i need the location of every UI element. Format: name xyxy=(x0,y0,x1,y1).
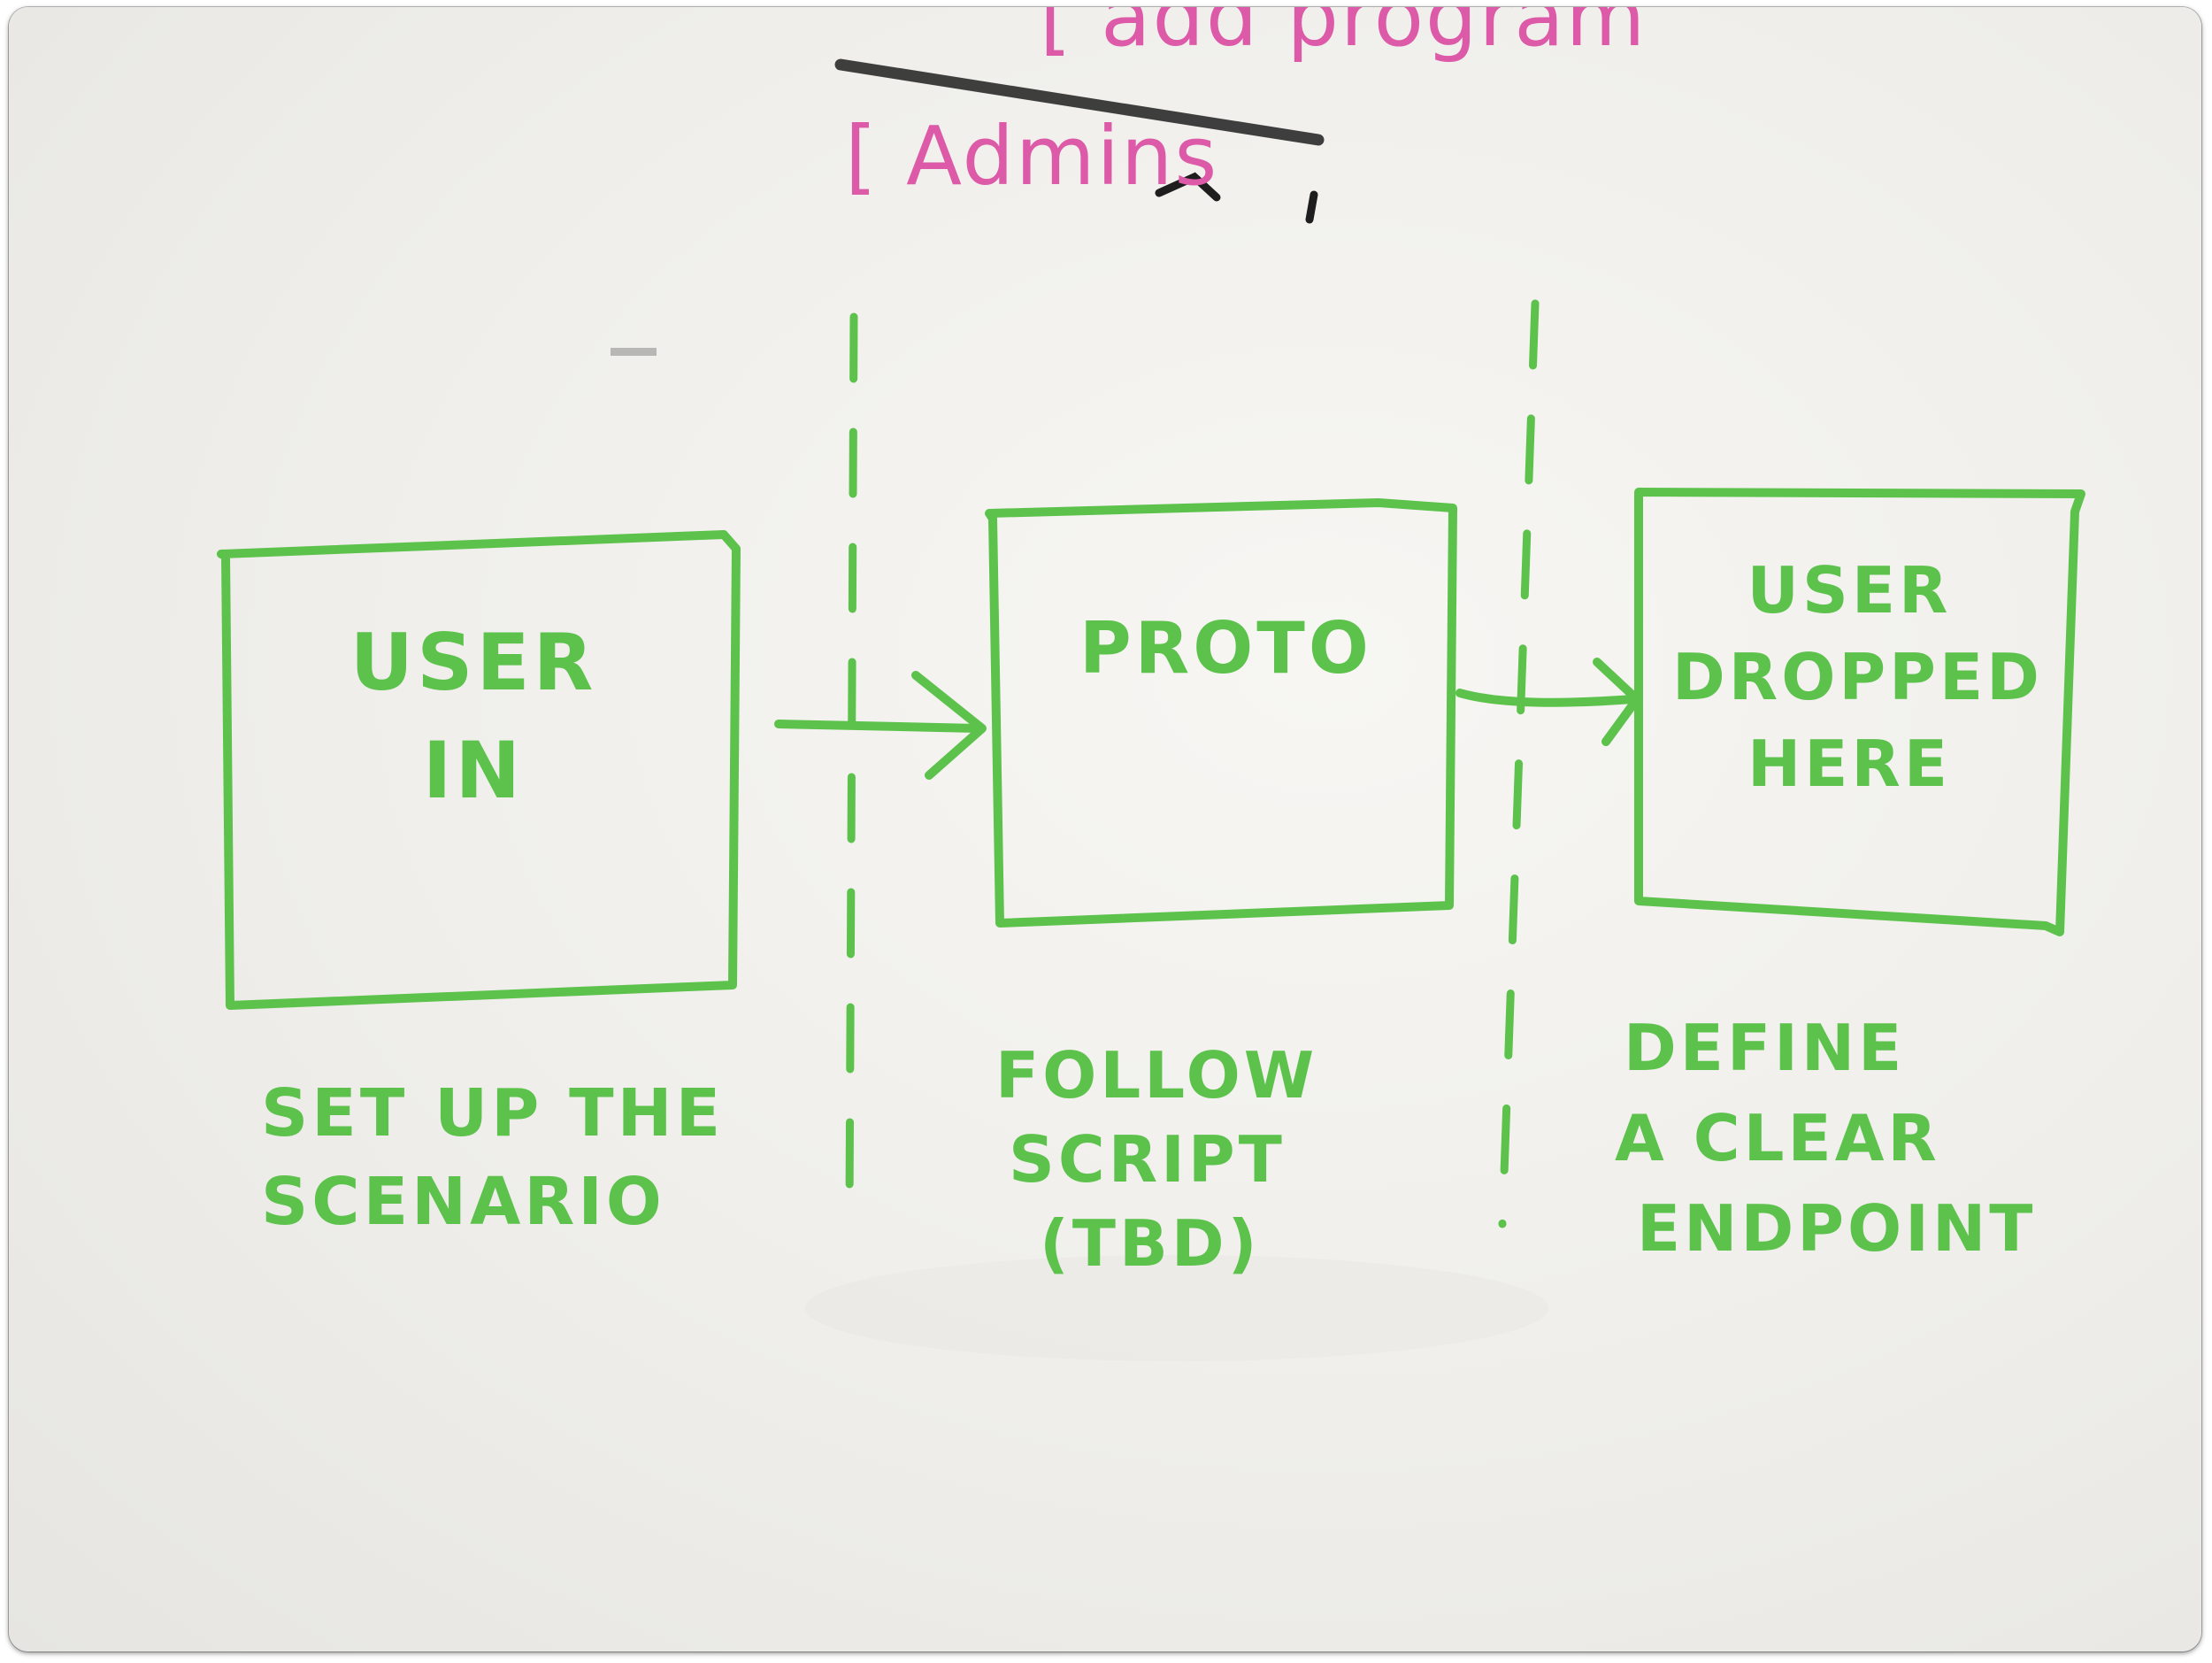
box-label-user-dropped-here: USER DROPPED HERE xyxy=(1672,547,2043,807)
caption-line: A CLEAR xyxy=(1615,1101,1940,1175)
arrow-2-shaft xyxy=(1455,689,1637,707)
box-user-in xyxy=(217,530,741,1010)
caption-line: SCRIPT xyxy=(1009,1122,1286,1197)
box-label-line: IN xyxy=(422,725,525,816)
box-label-line: DROPPED xyxy=(1672,640,2043,714)
separator-dashed-line-1 xyxy=(845,312,858,1215)
caption-line: ENDPOINT xyxy=(1637,1191,2037,1266)
box-label-user-in: USER IN xyxy=(327,609,619,825)
note-add-program: [ add program xyxy=(1040,7,1647,65)
whiteboard: [ add program [ Admins USER IN PROTO USE… xyxy=(9,7,2201,1651)
note-admins: [ Admins xyxy=(845,109,1219,204)
caption-define-a-clear-endpoint: DEFINE A CLEAR ENDPOINT xyxy=(1615,1003,2036,1274)
caption-line: DEFINE xyxy=(1624,1011,1906,1085)
caption-line: (TBD) xyxy=(1040,1206,1261,1281)
box-label-line: PROTO xyxy=(1079,607,1372,689)
separator-dashed-line-2 xyxy=(1498,299,1540,1228)
whiteboard-drawing xyxy=(217,58,2085,1361)
black-scribble xyxy=(1155,172,1318,224)
caption-line: SCENARIO xyxy=(261,1164,665,1240)
box-label-line: USER xyxy=(349,617,597,708)
erased-smudge xyxy=(805,1255,1548,1361)
arrow-1-shaft xyxy=(774,720,982,733)
box-label-proto: PROTO xyxy=(1079,600,1371,697)
caption-set-up-the-scenario: SET UP THE SCENARIO xyxy=(261,1069,724,1246)
arrow-1-head xyxy=(911,671,987,780)
caption-line: SET UP THE xyxy=(261,1075,725,1151)
strikethrough-line xyxy=(834,58,1325,146)
box-label-line: USER xyxy=(1747,553,1952,627)
box-label-line: HERE xyxy=(1747,727,1952,801)
erased-mark xyxy=(611,348,657,356)
caption-line: FOLLOW xyxy=(995,1038,1318,1113)
caption-follow-script: FOLLOW SCRIPT (TBD) xyxy=(995,1034,1317,1286)
box-proto xyxy=(985,498,1457,928)
arrow-2-head xyxy=(1593,658,1641,746)
box-user-dropped-here xyxy=(1634,488,2085,936)
